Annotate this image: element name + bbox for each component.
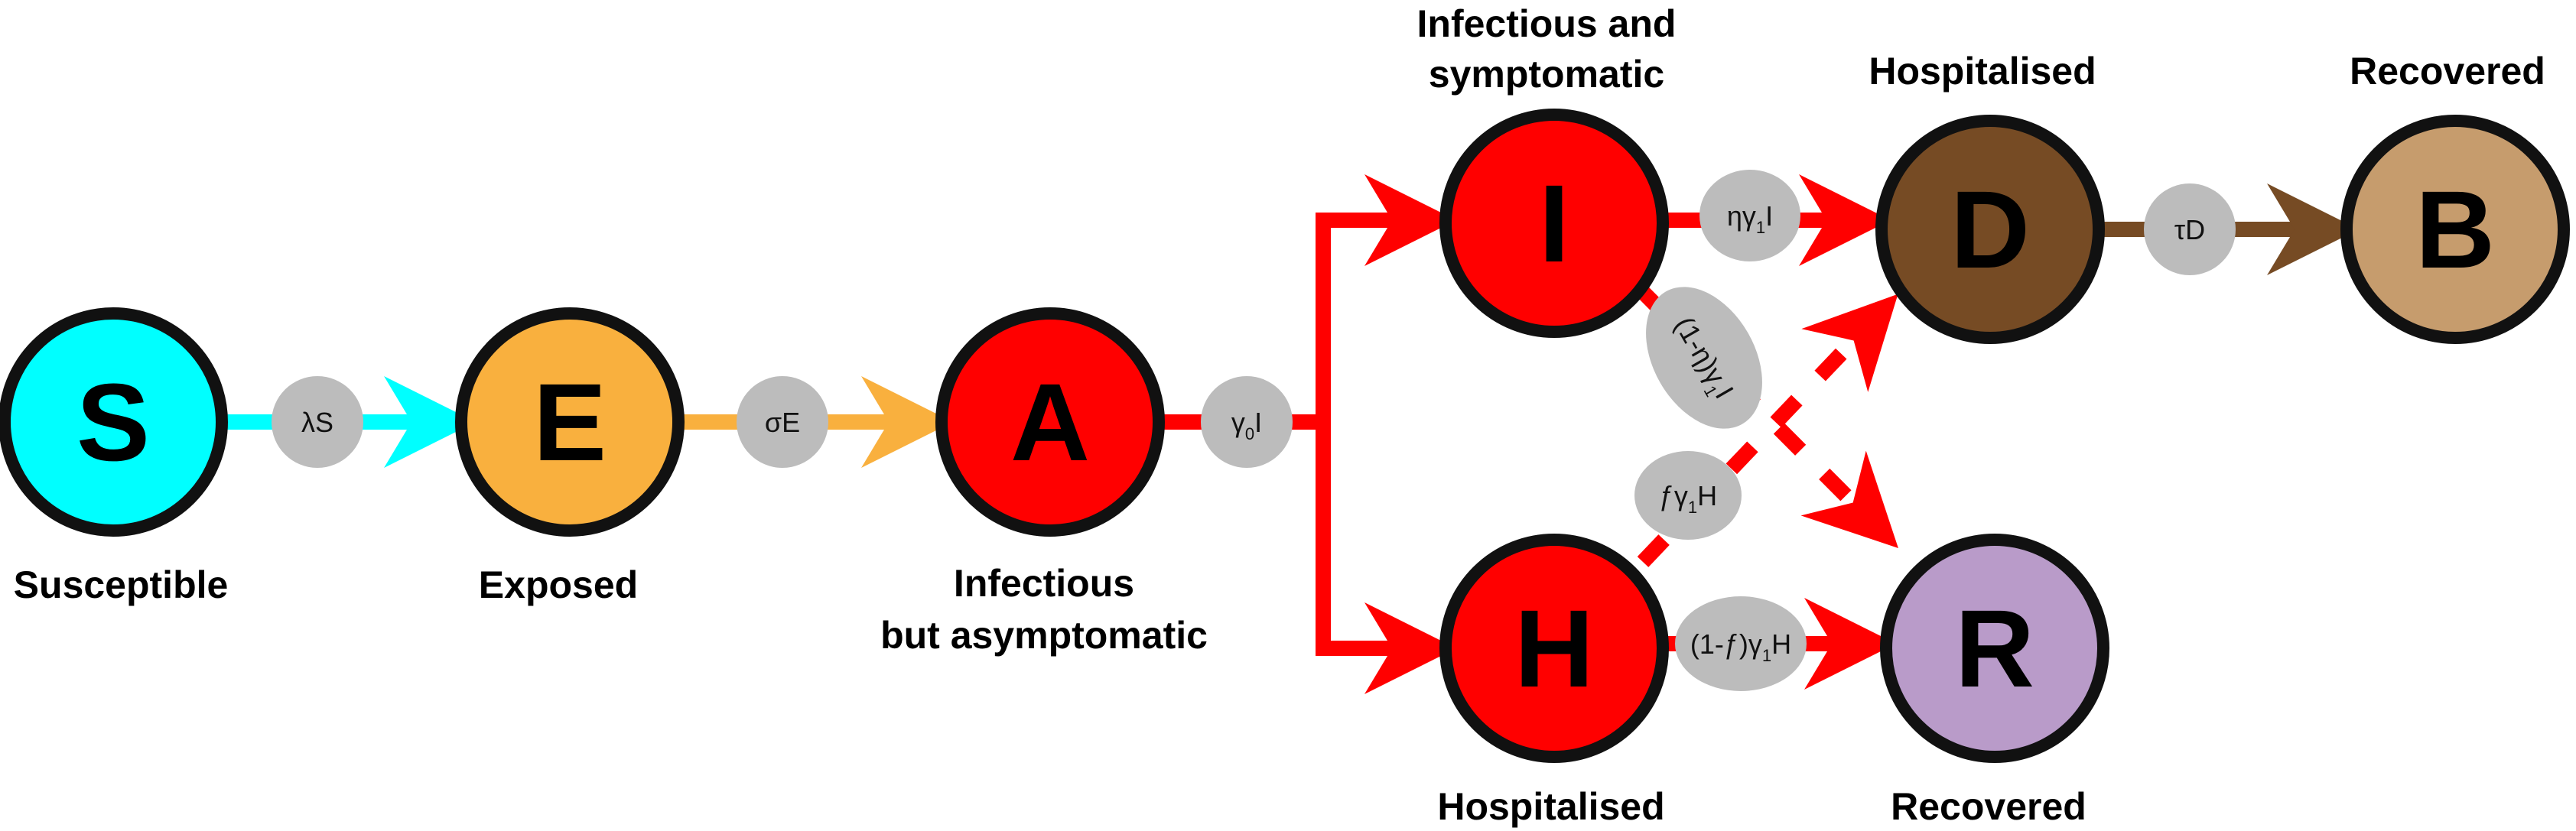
rate-label-id: ηγ1I	[1699, 170, 1800, 261]
node-letter-b: B	[2415, 168, 2495, 291]
rate-text-hr: (1-ƒ)γ1H	[1690, 628, 1791, 665]
rate-text-hd: ƒγ1H	[1659, 480, 1717, 517]
node-letter-a: A	[1010, 361, 1090, 484]
node-e: E	[455, 307, 685, 537]
rate-text-ea: σE	[765, 407, 800, 438]
caption-susceptible: Susceptible	[14, 563, 229, 606]
node-r: R	[1880, 534, 2109, 763]
caption-d: Hospitalised	[1869, 50, 2096, 93]
rate-text-db: τD	[2174, 214, 2205, 245]
caption-b: Recovered	[2350, 50, 2545, 93]
node-letter-s: S	[76, 361, 150, 484]
caption-a-line1: Infectious	[954, 562, 1134, 605]
node-h: H	[1439, 534, 1669, 763]
caption-a-line2: but asymptomatic	[880, 614, 1208, 657]
node-letter-e: E	[533, 361, 607, 484]
arrow-i-to-r-dashed	[1637, 286, 1898, 548]
node-letter-i: I	[1539, 162, 1569, 285]
caption-i-line1: Infectious and	[1417, 2, 1677, 45]
rate-text-a: γ0I	[1231, 407, 1262, 443]
node-letter-h: H	[1514, 587, 1594, 710]
caption-i-line2: symptomatic	[1429, 53, 1664, 96]
rate-text-se: λS	[301, 407, 333, 438]
rate-text-id: ηγ1I	[1727, 200, 1773, 237]
rate-label-db: τD	[2144, 183, 2236, 275]
rate-label-ir: (1-η)γ1I	[1646, 287, 1762, 429]
caption-exposed: Exposed	[479, 563, 638, 606]
node-d: D	[1875, 115, 2105, 344]
node-letter-r: R	[1955, 587, 2034, 710]
rate-label-ea: σE	[737, 376, 828, 468]
caption-h: Hospitalised	[1437, 785, 1664, 828]
node-a: A	[935, 307, 1165, 537]
caption-r: Recovered	[1891, 785, 2086, 828]
rate-label-se: λS	[272, 376, 363, 468]
node-i: I	[1439, 109, 1669, 338]
rate-label-hd: ƒγ1H	[1634, 451, 1742, 540]
rate-label-hr: (1-ƒ)γ1H	[1675, 596, 1807, 691]
node-b: B	[2340, 115, 2570, 344]
node-s: S	[0, 307, 228, 537]
rate-label-a: γ0I	[1201, 376, 1293, 468]
node-letter-d: D	[1950, 168, 2030, 291]
